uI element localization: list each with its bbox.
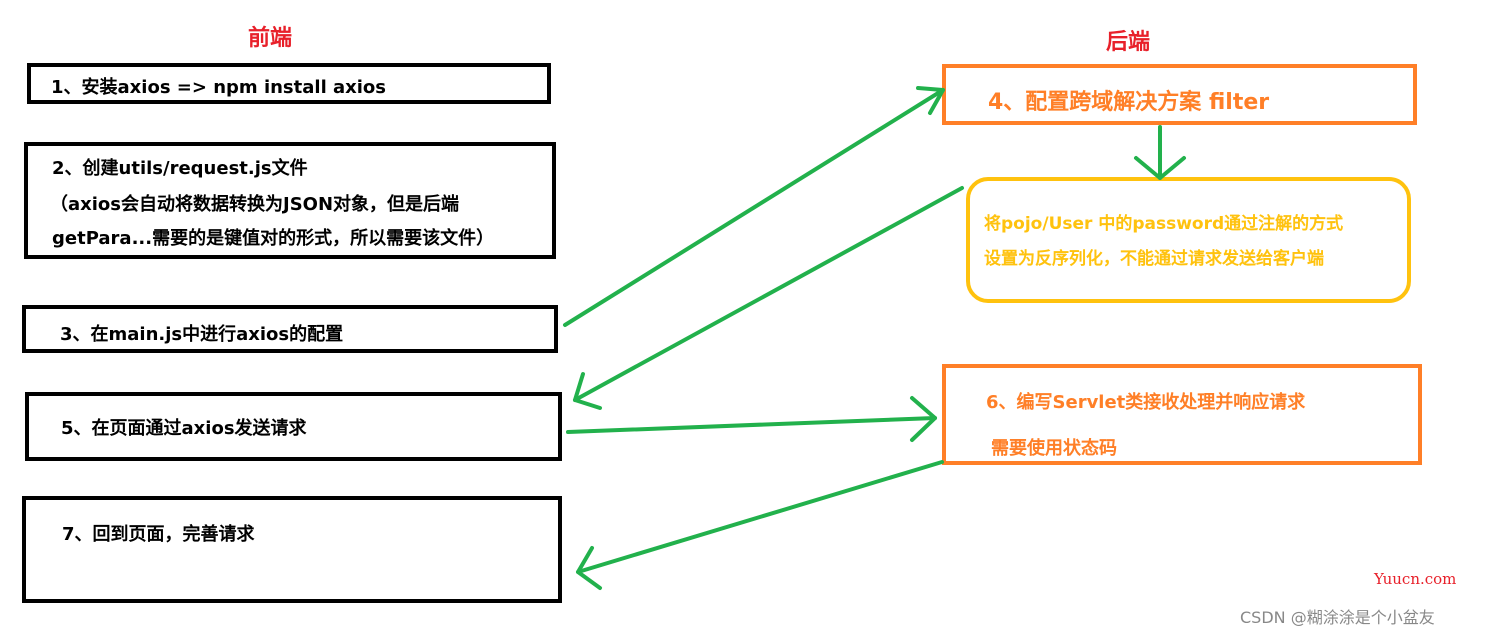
arrow-note-to-step5 [573,186,964,410]
step-1-box: 1、安装axios => npm install axios [27,63,551,104]
step-4-text: 4、配置跨域解决方案 filter [988,90,1270,115]
step-6-box: 6、编写Servlet类接收处理并响应请求 需要使用状态码 [942,364,1422,465]
step-2-desc-1: （axios会自动将数据转换为JSON对象，但是后端 [50,194,460,215]
step-6-title: 6、编写Servlet类接收处理并响应请求 [986,392,1306,413]
step-7-text: 7、回到页面，完善请求 [62,524,255,545]
step-6-desc: 需要使用状态码 [991,438,1117,459]
step-3-box: 3、在main.js中进行axios的配置 [22,305,558,353]
step-2-desc-2: getPara...需要的是键值对的形式，所以需要该文件） [52,228,495,249]
author-watermark: CSDN @糊涂涂是个小盆友 [1240,608,1435,627]
step-1-text: 1、安装axios => npm install axios [51,77,387,98]
arrow-step4-to-note [1134,125,1186,180]
step-5-box: 5、在页面通过axios发送请求 [25,392,562,461]
step-2-title: 2、创建utils/request.js文件 [52,158,308,179]
step-2-box: 2、创建utils/request.js文件 （axios会自动将数据转换为JS… [24,142,556,259]
note-line-2: 设置为反序列化，不能通过请求发送给客户端 [984,249,1324,269]
arrow-step5-to-step6 [566,396,937,442]
step-3-text: 3、在main.js中进行axios的配置 [60,324,344,345]
step-5-text: 5、在页面通过axios发送请求 [61,418,307,439]
arrow-step6-to-step7 [576,460,944,590]
site-watermark: Yuucn.com [1374,570,1457,588]
step-7-box: 7、回到页面，完善请求 [22,496,562,603]
note-line-1: 将pojo/User 中的password通过注解的方式 [984,214,1344,234]
backend-title: 后端 [1106,30,1151,55]
step-4-box: 4、配置跨域解决方案 filter [942,64,1417,125]
arrow-step3-to-step4 [563,86,945,327]
frontend-title: 前端 [248,26,293,51]
note-box: 将pojo/User 中的password通过注解的方式 设置为反序列化，不能通… [966,177,1411,303]
